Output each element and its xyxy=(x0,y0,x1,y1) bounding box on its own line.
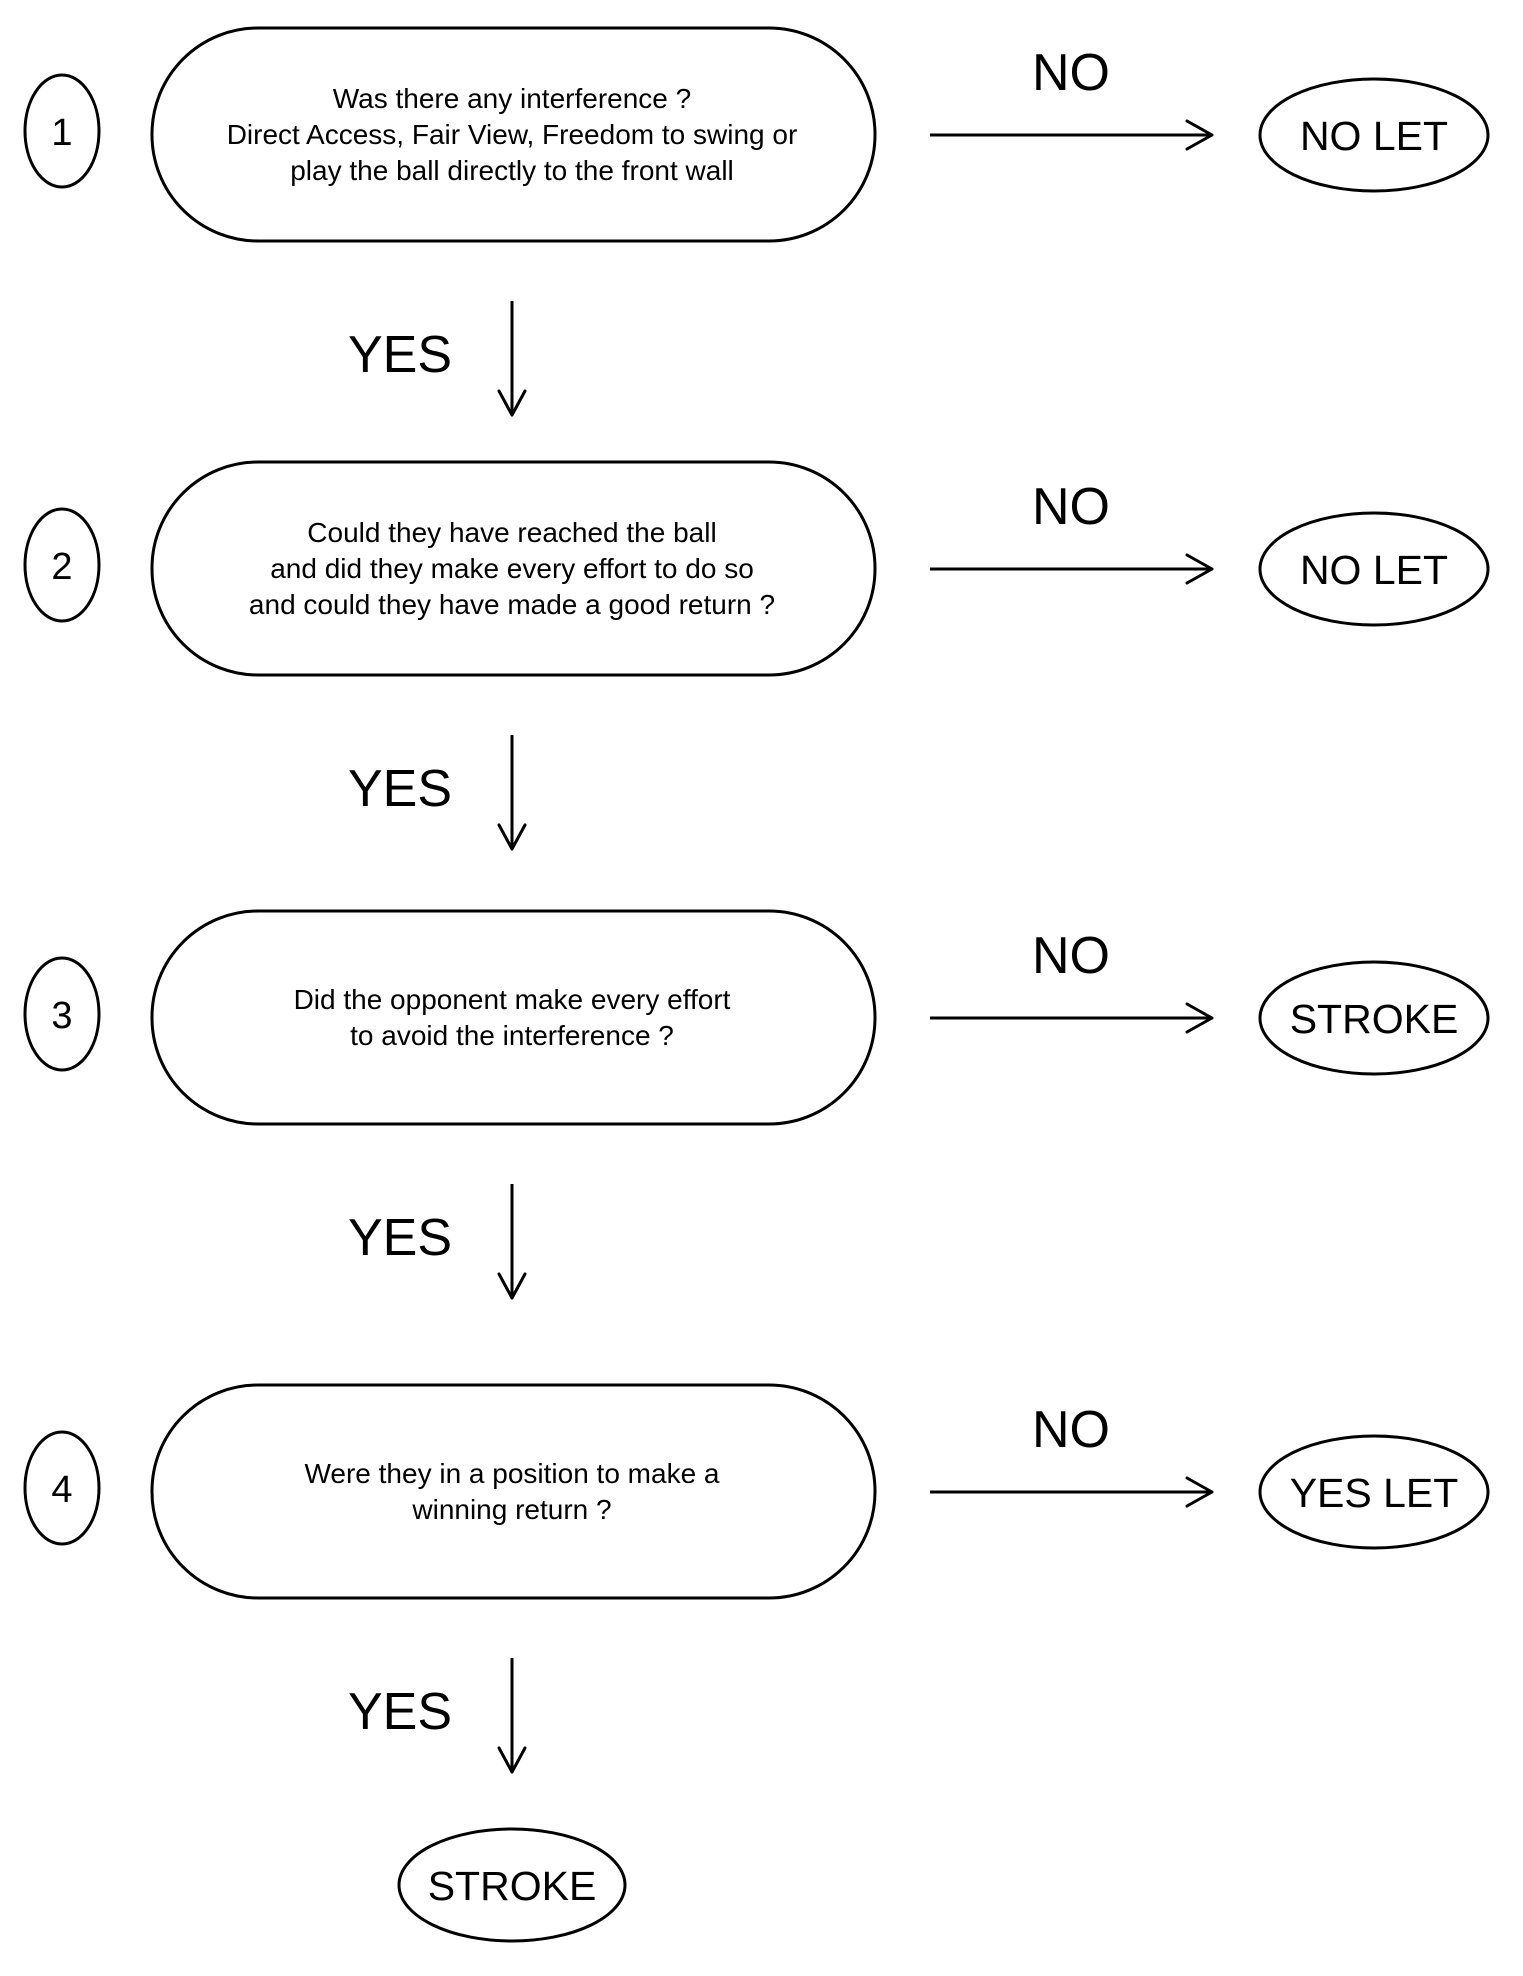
yes-label: YES xyxy=(348,1209,452,1267)
yes-label: YES xyxy=(348,760,452,818)
no-label: NO xyxy=(1032,1401,1110,1459)
no-label: NO xyxy=(1032,44,1110,102)
yes-arrow-head xyxy=(497,1746,527,1774)
no-arrow-head xyxy=(1185,1002,1214,1034)
yes-arrow-head xyxy=(497,389,527,417)
question-line: and could they have made a good return ? xyxy=(249,589,775,620)
no-label: NO xyxy=(1032,478,1110,536)
question-line: Direct Access, Fair View, Freedom to swi… xyxy=(227,119,798,150)
question-line: Were they in a position to make a xyxy=(304,1458,719,1489)
question-line: play the ball directly to the front wall xyxy=(290,155,734,186)
question-box xyxy=(150,909,877,1126)
step-3: 3 Did the opponent make every effort to … xyxy=(23,909,1490,1300)
no-arrow-head xyxy=(1185,553,1214,585)
outcome-label: YES LET xyxy=(1290,1470,1459,1516)
yes-label: YES xyxy=(348,1683,452,1741)
final-outcome-label: STROKE xyxy=(428,1863,597,1909)
yes-label: YES xyxy=(348,326,452,384)
outcome-label: NO LET xyxy=(1300,547,1448,593)
step-number-circle xyxy=(23,956,101,1072)
question-line: Did the opponent make every effort xyxy=(294,984,731,1015)
step-1: 1 Was there any interference ? Direct Ac… xyxy=(23,26,1490,417)
question-line: and did they make every effort to do so xyxy=(270,553,754,584)
step-number: 1 xyxy=(51,112,72,154)
question-box xyxy=(150,26,877,243)
question-line: Could they have reached the ball xyxy=(307,517,716,548)
question-box xyxy=(150,460,877,677)
outcome-ellipse xyxy=(1258,77,1490,193)
outcome-ellipse xyxy=(1258,1434,1490,1550)
no-arrow-head xyxy=(1185,1476,1214,1508)
step-number: 2 xyxy=(51,546,72,588)
step-4: 4 Were they in a position to make a winn… xyxy=(23,1383,1490,1774)
step-number-circle xyxy=(23,507,101,623)
final-outcome: STROKE xyxy=(397,1827,627,1943)
outcome-ellipse xyxy=(1258,960,1490,1076)
step-2: 2 Could they have reached the ball and d… xyxy=(23,460,1490,851)
no-label: NO xyxy=(1032,927,1110,985)
step-number: 3 xyxy=(51,995,72,1037)
question-box xyxy=(150,1383,877,1600)
question-line: to avoid the interference ? xyxy=(350,1020,674,1051)
question-line: winning return ? xyxy=(411,1494,611,1525)
outcome-label: NO LET xyxy=(1300,113,1448,159)
outcome-label: STROKE xyxy=(1290,996,1459,1042)
question-line: Was there any interference ? xyxy=(333,83,691,114)
final-outcome-ellipse xyxy=(397,1827,627,1943)
yes-arrow-head xyxy=(497,823,527,851)
yes-arrow-head xyxy=(497,1272,527,1300)
step-number-circle xyxy=(23,1430,101,1546)
step-number: 4 xyxy=(51,1469,72,1511)
outcome-ellipse xyxy=(1258,511,1490,627)
step-number-circle xyxy=(23,73,101,189)
no-arrow-head xyxy=(1185,119,1214,151)
